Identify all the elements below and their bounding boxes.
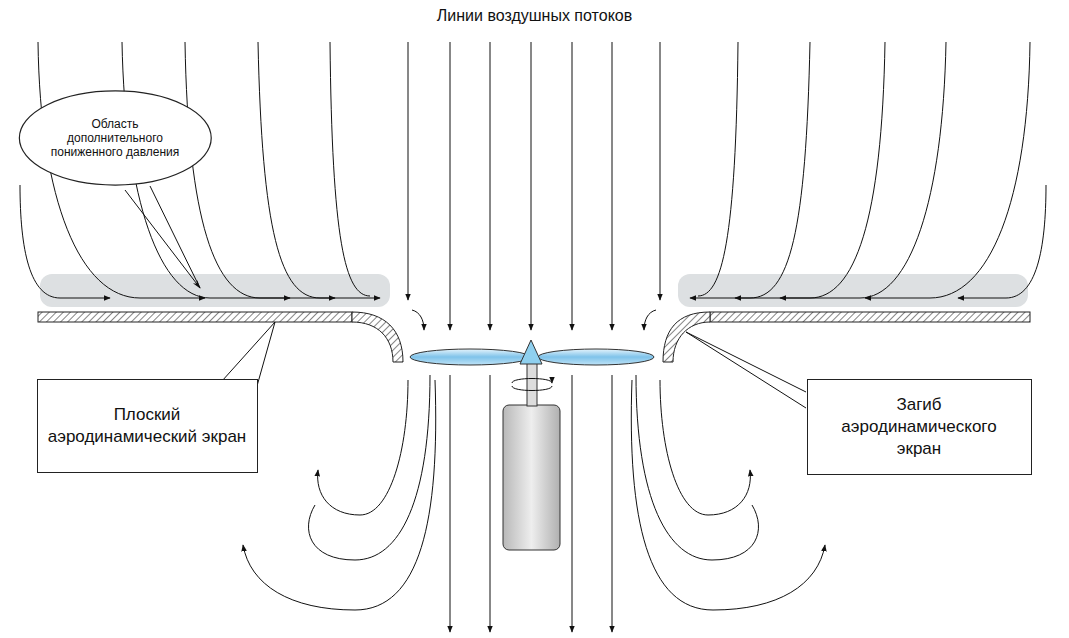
fan [410, 340, 654, 550]
callout-ellipse: Область дополнительного пониженного давл… [18, 90, 213, 186]
pressure-band [678, 274, 1028, 307]
label-box: Плоский аэродинамический экран [37, 379, 258, 473]
pressure-band [40, 274, 390, 307]
node-text: Плоский аэродинамический экран [48, 404, 247, 448]
leader-lines [125, 186, 806, 408]
airflow-lines [20, 42, 1046, 632]
node-text: Загиб аэродинамического экран [818, 394, 1021, 460]
node-text: Область дополнительного пониженного давл… [50, 117, 180, 159]
label-box: Загиб аэродинамического экран [807, 379, 1032, 475]
diagram-title: Линии воздушных потоков [0, 6, 1069, 26]
